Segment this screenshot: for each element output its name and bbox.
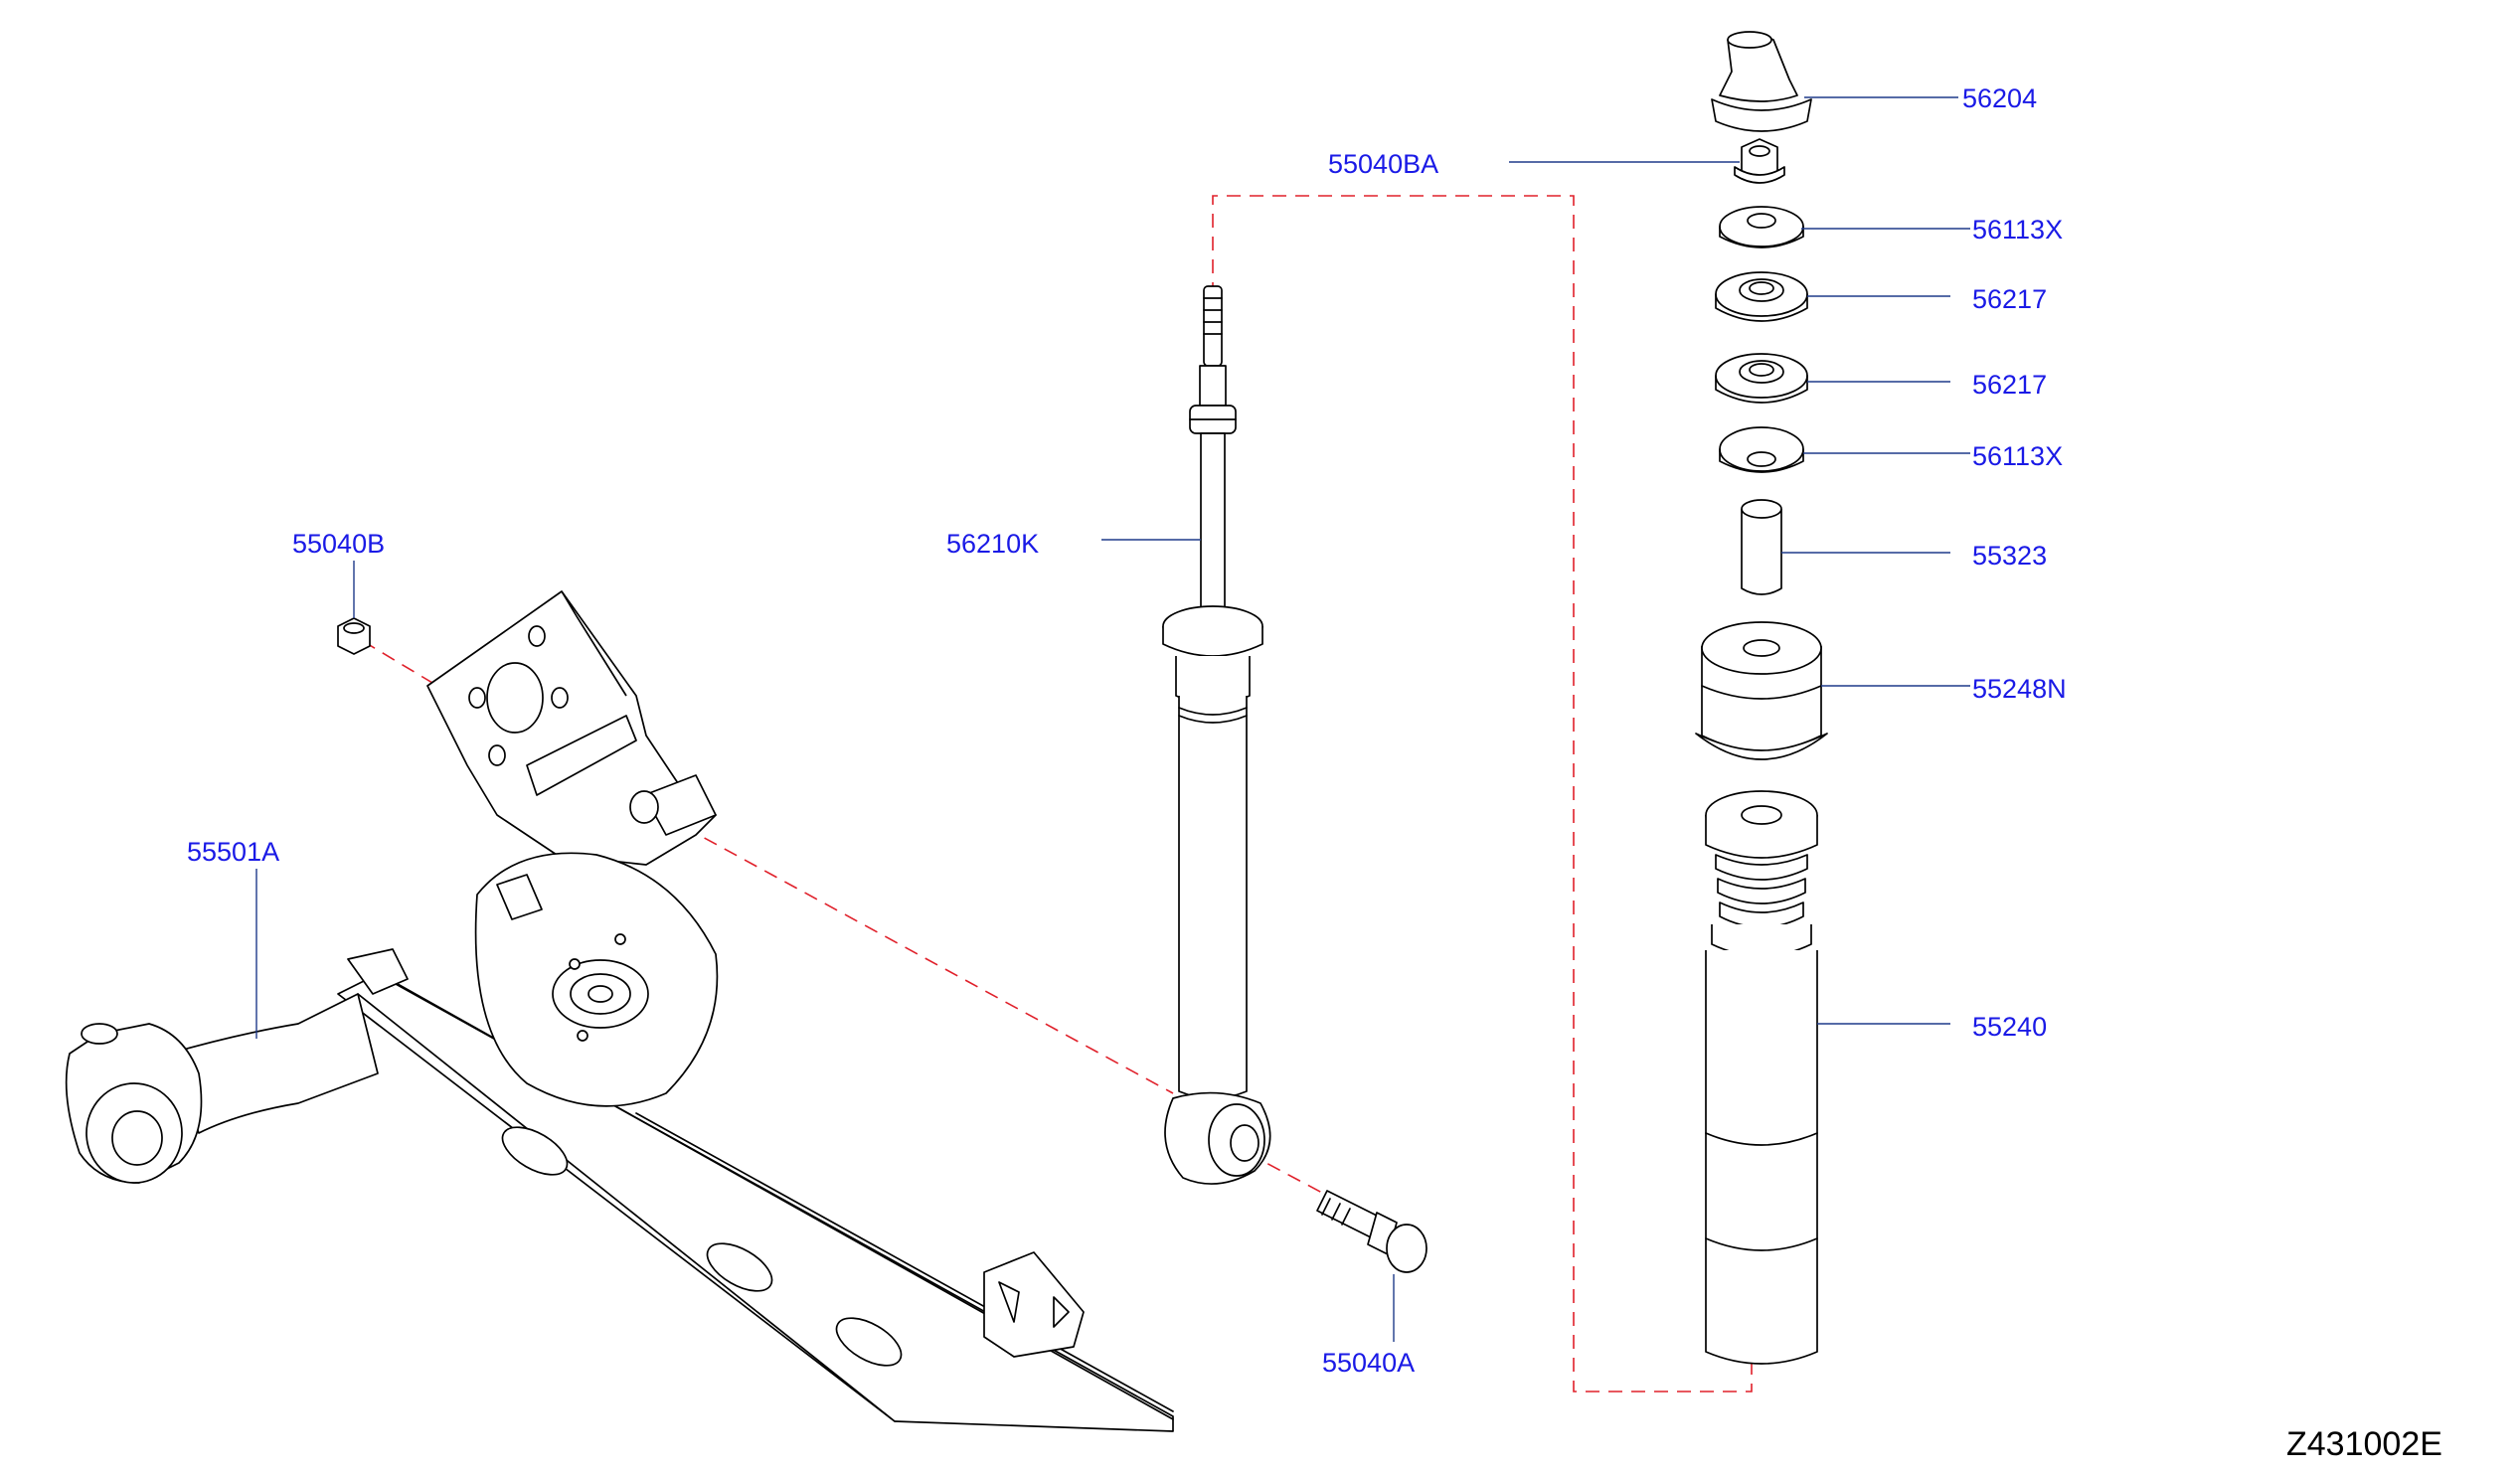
cap-56204 <box>1711 31 1812 132</box>
guide-shock-eye-to-bolt <box>1247 1152 1323 1194</box>
label-55040ba: 55040BA <box>1328 149 1438 179</box>
guide-bracket-to-shock-eye <box>643 804 1174 1094</box>
sleeve-55323 <box>1741 499 1782 595</box>
label-56217-top: 56217 <box>1972 284 2047 314</box>
label-55240: 55240 <box>1972 1012 2047 1042</box>
label-55323: 55323 <box>1972 541 2047 571</box>
label-56204: 56204 <box>1962 83 2037 113</box>
label-55040b: 55040B <box>292 529 385 559</box>
bolt-55040a <box>1316 1190 1428 1273</box>
part-labels: 56204 55040BA 56113X 56217 56217 56113X … <box>187 83 2442 1463</box>
label-56113x-bottom: 56113X <box>1972 441 2063 471</box>
mount-stack <box>1695 31 1828 1365</box>
nut-55040ba <box>1734 138 1785 184</box>
bushing-56217-top <box>1715 271 1808 322</box>
seat-55248n <box>1695 621 1828 760</box>
label-55040a: 55040A <box>1322 1348 1415 1378</box>
axle-beam <box>65 590 1174 1432</box>
dashed-guides <box>362 195 1753 1393</box>
washer-56113x-top <box>1719 206 1804 248</box>
label-56113x-top: 56113X <box>1972 215 2063 245</box>
label-56217-bottom: 56217 <box>1972 370 2047 400</box>
label-55248n: 55248N <box>1972 674 2067 704</box>
guide-shock-to-stack <box>1212 195 1753 1393</box>
nut-55040b <box>337 617 371 655</box>
shock-absorber <box>1162 285 1271 1185</box>
label-55501a: 55501A <box>187 837 279 867</box>
washer-56113x-bottom <box>1719 426 1804 473</box>
bushing-56217-bottom <box>1715 353 1808 404</box>
boot-55240 <box>1705 790 1818 1365</box>
diagram-code: Z431002E <box>2286 1425 2442 1463</box>
label-56210k: 56210K <box>946 529 1039 559</box>
guide-nut-to-bracket <box>362 640 438 687</box>
leader-lines <box>255 96 1970 1342</box>
